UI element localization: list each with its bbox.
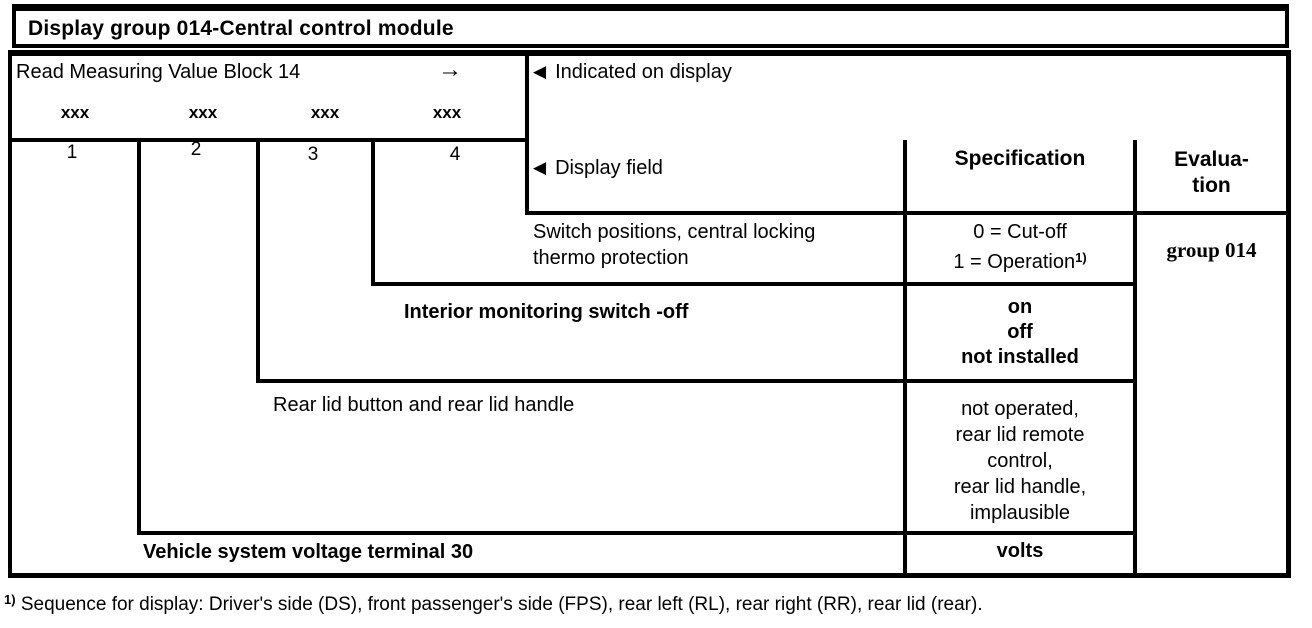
footnote: 1) Sequence for display: Driver's side (…: [4, 592, 983, 616]
row3-bottom-border: [137, 531, 1137, 535]
field1-2-divider: [137, 138, 141, 535]
spec-interior-monitoring: on off not installed: [961, 296, 1079, 368]
footnote-marker: 1): [4, 592, 16, 607]
read-measuring-block-label: Read Measuring Value Block 14: [16, 61, 301, 83]
indicated-on-display: ◀ Indicated on display: [533, 61, 732, 84]
display-placeholder-3: xxx: [310, 103, 340, 122]
field-number-4: 4: [449, 144, 461, 165]
footnote-reference: 1): [1075, 250, 1087, 265]
row-switch-positions-label: Switch positions, central locking thermo…: [533, 221, 816, 269]
spec-vehicle-voltage: volts: [996, 540, 1044, 562]
spec-switch-positions: 0 = Cut-off 1 = Operation1): [953, 221, 1087, 273]
right-arrow-icon: →: [438, 56, 462, 83]
table-right-border: [1286, 50, 1291, 578]
evaluation-left-divider: [1133, 140, 1137, 577]
indicated-on-display-label: Indicated on display: [555, 61, 732, 83]
display-field-header: ◀ Display field: [533, 157, 663, 180]
table-left-border: [8, 50, 12, 578]
table-top-border: [8, 50, 1291, 56]
xxx-row-bottom-border: [8, 138, 529, 142]
field3-4-divider: [371, 138, 375, 286]
row2-bottom-border: [256, 379, 1137, 383]
display-placeholder-2: xxx: [188, 103, 218, 122]
row-vehicle-voltage-label: Vehicle system voltage terminal 30: [143, 541, 474, 563]
display-field-label: Display field: [555, 157, 663, 179]
row-rear-lid-label: Rear lid button and rear lid handle: [273, 394, 575, 416]
field-number-3: 3: [307, 144, 319, 165]
row-interior-monitoring-label: Interior monitoring switch -off: [404, 301, 689, 323]
row1-bottom-border: [371, 282, 1137, 286]
evaluation-header: Evalua- tion: [1174, 148, 1249, 197]
field4-right-divider: [525, 50, 529, 215]
title-box: Display group 014-Central control module: [12, 4, 1289, 48]
table-bottom-border: [8, 573, 1291, 578]
field-number-1: 1: [66, 142, 78, 163]
page-title: Display group 014-Central control module: [28, 17, 454, 40]
left-triangle-icon: ◀: [533, 158, 547, 177]
header-row-bottom-border: [525, 211, 1291, 215]
display-placeholder-4: xxx: [432, 103, 462, 122]
field-number-2: 2: [190, 139, 202, 160]
footnote-text: Sequence for display: Driver's side (DS)…: [20, 594, 983, 615]
spec-rear-lid: not operated, rear lid remote control, r…: [953, 398, 1087, 524]
specification-left-divider: [903, 140, 907, 577]
display-placeholder-1: xxx: [60, 103, 90, 122]
specification-header: Specification: [954, 147, 1086, 170]
evaluation-value: group 014: [1166, 238, 1257, 262]
left-triangle-icon: ◀: [533, 62, 547, 81]
field2-3-divider: [256, 138, 260, 383]
